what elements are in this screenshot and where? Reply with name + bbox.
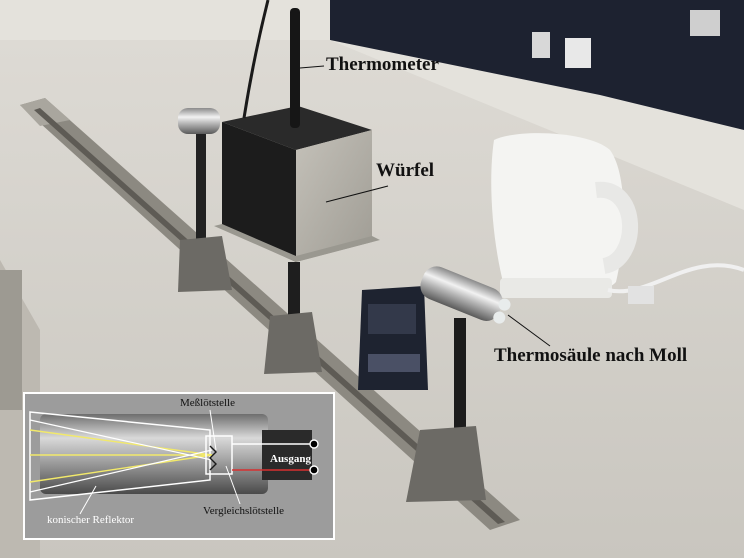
- inset-ray-3: [29, 454, 213, 483]
- thermopile-terminal-top: [498, 298, 511, 311]
- wall-socket-left: [532, 32, 550, 58]
- inset-ray-4: [29, 419, 213, 461]
- kettle-cable: [607, 263, 744, 294]
- inset-output-terminal-bottom: [309, 465, 319, 475]
- inset-ray-1: [29, 429, 213, 456]
- wall-cabinet: [330, 0, 744, 130]
- thermometer-cable: [242, 0, 270, 119]
- inset-pointer-messlot: [209, 409, 217, 451]
- left-sensor-base: [178, 236, 232, 292]
- inset-pointer-vergleich: [225, 465, 241, 505]
- inset-vergleichslotstelle-label: Vergleichslötstelle: [203, 505, 285, 517]
- thermopile-terminal-bottom: [493, 311, 506, 324]
- cube-plate: [214, 224, 380, 262]
- left-sensor-tube: [178, 108, 220, 134]
- digital-meter: [358, 286, 428, 390]
- cube-top: [222, 106, 372, 150]
- thermopile-post: [454, 318, 466, 428]
- thermopile-tube: [420, 266, 503, 321]
- left-sensor-post: [196, 130, 206, 240]
- pointer-thermosaule: [507, 314, 551, 347]
- inset-junctions: [209, 445, 217, 471]
- inset-ray-5: [29, 449, 213, 493]
- digital-meter-label: [368, 354, 420, 372]
- optical-rail-slot: [34, 108, 505, 524]
- inset-reflector-outline: [29, 411, 211, 501]
- table-front-panel: [0, 270, 22, 410]
- wurfel-label: Würfel: [376, 160, 435, 181]
- wall-socket-right: [565, 38, 591, 68]
- cube-stand-post: [288, 262, 300, 322]
- kettle-base: [500, 278, 612, 298]
- thermometer-stick: [290, 8, 300, 128]
- inset-messlotstelle-label: Meßlötstelle: [180, 397, 235, 409]
- kettle: [491, 133, 624, 297]
- digital-meter-display: [368, 304, 416, 334]
- pointer-thermometer: [299, 65, 325, 69]
- inset-thermopile-element: [205, 435, 233, 475]
- kettle-handle: [595, 181, 639, 274]
- kettle-plug: [628, 286, 654, 304]
- inset-pointer-reflektor: [79, 485, 97, 515]
- cube-side: [222, 122, 296, 262]
- cube-stand-base: [264, 312, 322, 374]
- inset-reflektor-label: konischer Reflektor: [47, 514, 135, 526]
- optical-rail-top: [20, 98, 70, 126]
- wall-fixture: [690, 10, 720, 36]
- thermopile-base: [406, 426, 486, 502]
- thermosaule-label: Thermosäule nach Moll: [494, 345, 688, 366]
- inset-ausgang-label: Ausgang: [270, 453, 311, 465]
- inset-tube-end: [262, 430, 312, 480]
- inset-output-terminal-top: [309, 439, 319, 449]
- thermometer-label: Thermometer: [326, 54, 439, 75]
- pointer-wurfel: [325, 185, 389, 203]
- cube-front: [296, 130, 372, 262]
